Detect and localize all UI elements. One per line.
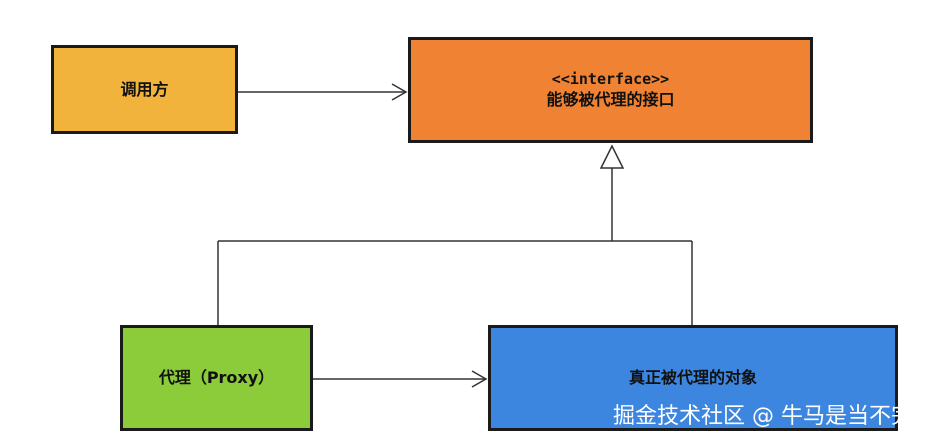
interface-label: 能够被代理的接口 [546,90,675,110]
proxy-to-real-subject-arrowhead [471,370,488,388]
interface-stereotype: <<interface>> [551,70,670,89]
watermark: 掘金技术社区 @ 牛马是当不完的 [613,404,935,429]
caller-label: 调用方 [120,79,169,99]
caller-to-interface-arrowhead [391,83,408,101]
real-subject-label: 真正被代理的对象 [628,368,757,388]
proxy-box: 代理（Proxy） [120,325,313,431]
caller-box: 调用方 [51,45,238,134]
proxy-label: 代理（Proxy） [158,368,275,388]
realization-triangle [599,144,625,169]
real-subject-box: 真正被代理的对象 [488,325,898,431]
interface-box: <<interface>> 能够被代理的接口 [408,37,813,143]
